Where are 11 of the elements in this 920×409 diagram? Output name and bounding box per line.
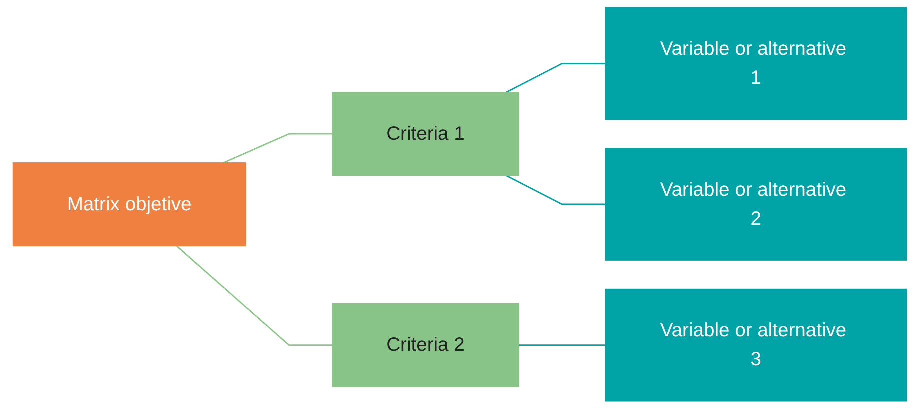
node-box: Matrix objetive [12,162,246,246]
connector [506,62,606,94]
connector [176,245,333,346]
node-box: Criteria 2 [332,303,520,388]
node-box: Criteria 1 [332,92,520,176]
connector [506,174,606,206]
node-box: Variable or alternative 3 [605,288,908,402]
node-box: Variable or alternative 1 [605,7,908,120]
connector [223,133,333,164]
connector [518,344,606,346]
node-box: Variable or alternative 2 [605,148,908,261]
